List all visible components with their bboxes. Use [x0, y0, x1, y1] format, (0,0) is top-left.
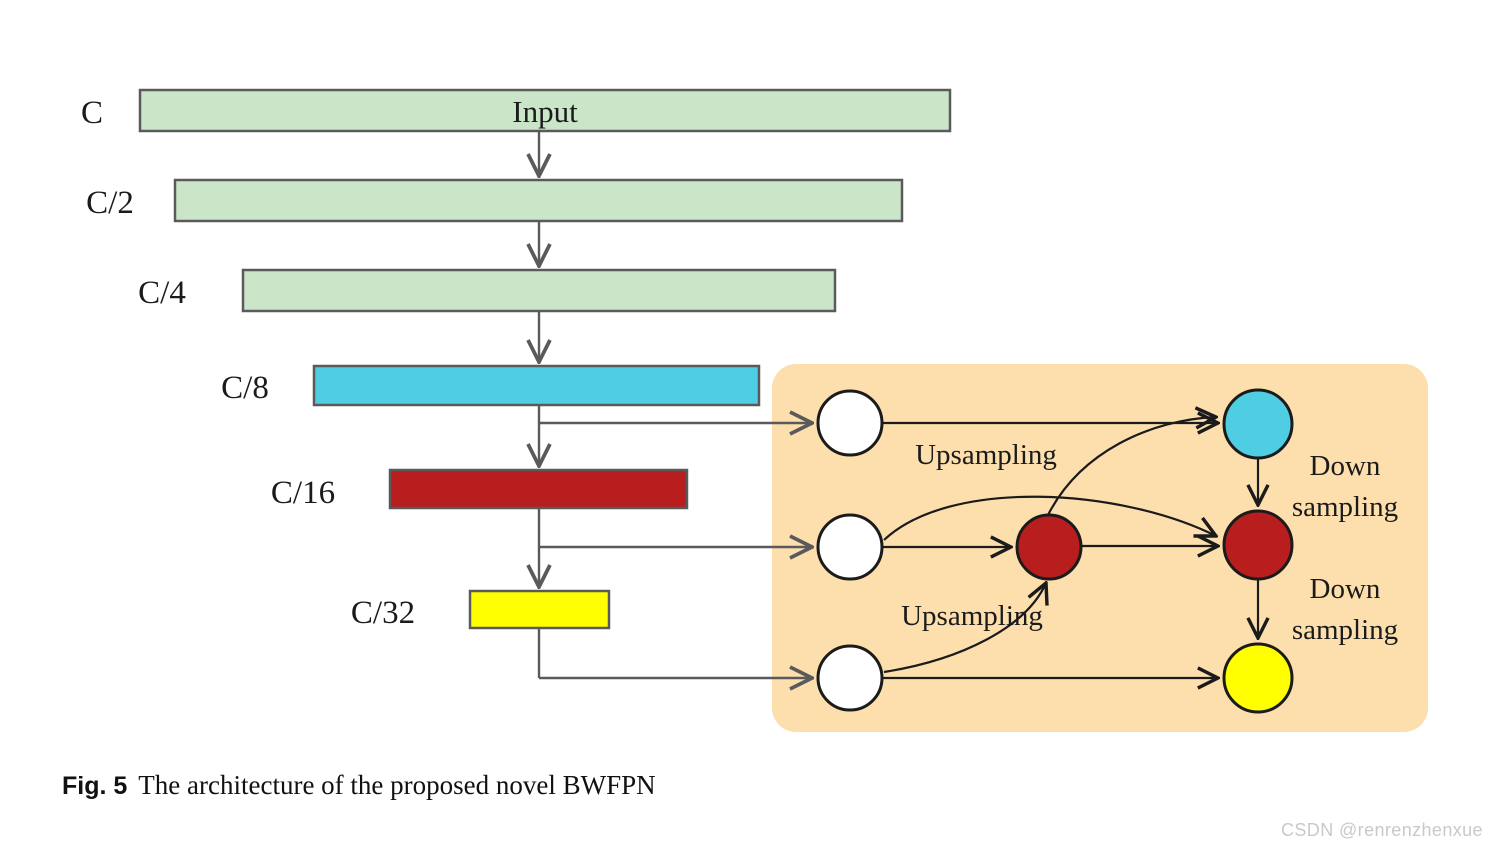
scale-label-c16: C/16	[271, 475, 335, 511]
node-input-c16[interactable]	[816, 513, 884, 581]
scale-label-c32: C/32	[351, 595, 415, 631]
bar-c	[138, 88, 952, 133]
node-input-c8[interactable]	[816, 389, 884, 457]
node-out-yellow[interactable]	[1222, 642, 1294, 714]
scale-label-c4: C/4	[138, 275, 186, 311]
lateral-branch-lines	[539, 423, 812, 678]
bar-c2	[173, 178, 904, 223]
bar-c16	[388, 468, 689, 510]
label-upsampling-top: Upsampling	[915, 439, 1057, 471]
bar-c4	[241, 268, 837, 313]
channel-scale-labels: C C/2 C/4 C/8 C/16 C/32	[81, 95, 415, 631]
bar-c8	[312, 364, 761, 407]
label-upsampling-bottom: Upsampling	[901, 600, 1043, 632]
label-downsampling-bottom-line2: sampling	[1292, 614, 1398, 646]
backbone-bars	[138, 88, 952, 630]
curve-whitebottom-to-midred	[883, 583, 1046, 674]
label-downsampling-bottom-line1: Down	[1310, 573, 1381, 605]
label-downsampling-top-line1: Down	[1310, 450, 1381, 482]
panel-nodes	[816, 388, 1294, 714]
node-out-cyan[interactable]	[1222, 388, 1294, 460]
panel-curved-connections	[883, 417, 1216, 674]
node-out-red[interactable]	[1222, 509, 1294, 581]
csdn-watermark: CSDN @renrenzhenxue	[1281, 820, 1483, 840]
bar-c32	[468, 589, 611, 630]
scale-label-c2: C/2	[86, 185, 134, 221]
curve-midred-to-cyan	[1047, 417, 1216, 516]
figure-caption: Fig. 5 The architecture of the proposed n…	[62, 770, 656, 801]
figure-caption-text: The architecture of the proposed novel B…	[138, 770, 656, 800]
panel-text-labels: Upsampling Upsampling Down sampling Down…	[901, 439, 1398, 646]
panel-straight-connections	[882, 423, 1258, 678]
label-downsampling-top-line2: sampling	[1292, 491, 1398, 523]
figure-number: Fig. 5	[62, 772, 128, 800]
curve-whitemid-to-outred	[883, 495, 1216, 541]
scale-label-c: C	[81, 95, 103, 131]
scale-label-c8: C/8	[221, 370, 269, 406]
bar-label-input: Input	[512, 94, 578, 129]
node-mid-red[interactable]	[1015, 513, 1083, 581]
node-input-c32[interactable]	[816, 644, 884, 712]
